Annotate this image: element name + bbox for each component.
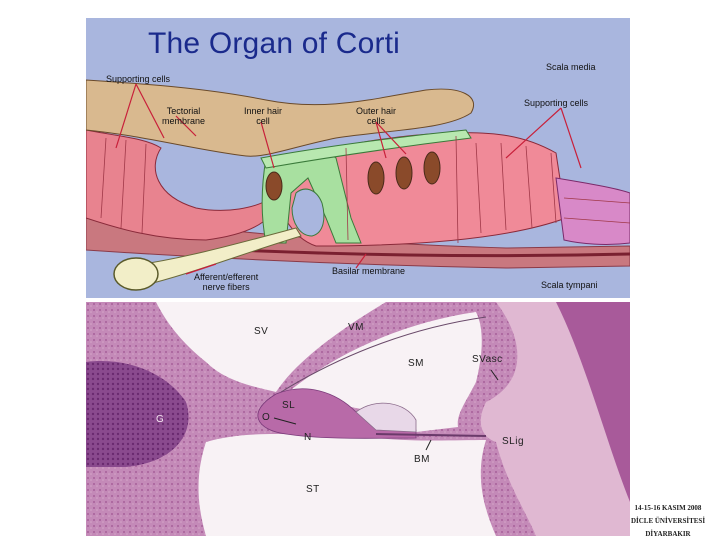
label-supporting-cells-left: Supporting cells <box>106 74 171 84</box>
inner-sulcus <box>166 148 249 200</box>
label-g: G <box>156 414 165 425</box>
label-nerve-fibers: Afferent/efferent nerve fibers <box>194 272 259 292</box>
label-tectorial-membrane: Tectorial membrane <box>162 106 206 126</box>
basilar-membrane <box>375 433 487 437</box>
outer-hair-cell <box>423 151 441 185</box>
label-svasc: SVasc <box>472 354 503 365</box>
reticular-lamina <box>260 129 472 169</box>
organ-of-corti-diagram: The Organ of Corti Scala media Supportin… <box>86 18 630 298</box>
caption-city: DİYARBAKIR <box>645 530 691 538</box>
label-o: O <box>262 412 271 423</box>
pointer-lines <box>115 83 582 275</box>
cell-outlines <box>100 135 630 244</box>
diagram-illustration <box>86 79 630 298</box>
organ-of-corti-tissue <box>355 402 417 433</box>
label-sl: SL <box>282 400 296 411</box>
label-sm: SM <box>408 358 424 369</box>
diagram-title: The Organ of Corti <box>148 27 401 60</box>
nerve-fiber-cross-section <box>113 257 159 291</box>
label-outer-hair-cells: Outer hair cells <box>356 106 397 126</box>
label-sv: SV <box>254 326 269 337</box>
label-vm: VM <box>348 322 364 333</box>
reissner-membrane <box>280 316 487 393</box>
left-supporting-cells <box>86 129 274 241</box>
nerve-fibers-bundle <box>130 227 302 287</box>
histology-micrograph: SV VM SM SVasc G O SL N BM SLig ST <box>86 302 630 536</box>
label-supporting-cells-right: Supporting cells <box>524 98 589 108</box>
basilar-membrane <box>235 248 630 258</box>
label-n: N <box>304 432 312 443</box>
label-basilar-membrane: Basilar membrane <box>332 266 406 276</box>
outer-hair-cell <box>367 161 385 195</box>
inner-hair-cell <box>265 171 283 201</box>
claudius-cells <box>555 177 630 245</box>
label-inner-hair-cell: Inner hair cell <box>244 106 283 126</box>
label-scala-media: Scala media <box>546 62 596 72</box>
spiral-ganglion <box>86 361 189 467</box>
outer-hair-cell <box>395 156 413 190</box>
caption-university: DİCLE ÜNİVERSİTESİ <box>630 517 706 525</box>
scala-vestibuli-cavity <box>156 302 386 392</box>
tunnel-of-corti <box>291 188 325 237</box>
label-slig: SLig <box>502 436 525 447</box>
histo-pointer-arrows <box>273 369 499 451</box>
label-bm: BM <box>414 454 430 465</box>
event-caption: 14-15-16 KASIM 2008 DİCLE ÜNİVERSİTESİ D… <box>616 502 720 541</box>
histology-image <box>86 302 630 536</box>
caption-date: 14-15-16 KASIM 2008 <box>634 504 702 512</box>
tectorial-membrane <box>86 79 474 157</box>
label-scala-tympani: Scala tympani <box>541 280 598 290</box>
scala-tympani-cavity <box>198 434 496 536</box>
lateral-wall-edge <box>556 302 630 502</box>
label-st: ST <box>306 484 320 495</box>
